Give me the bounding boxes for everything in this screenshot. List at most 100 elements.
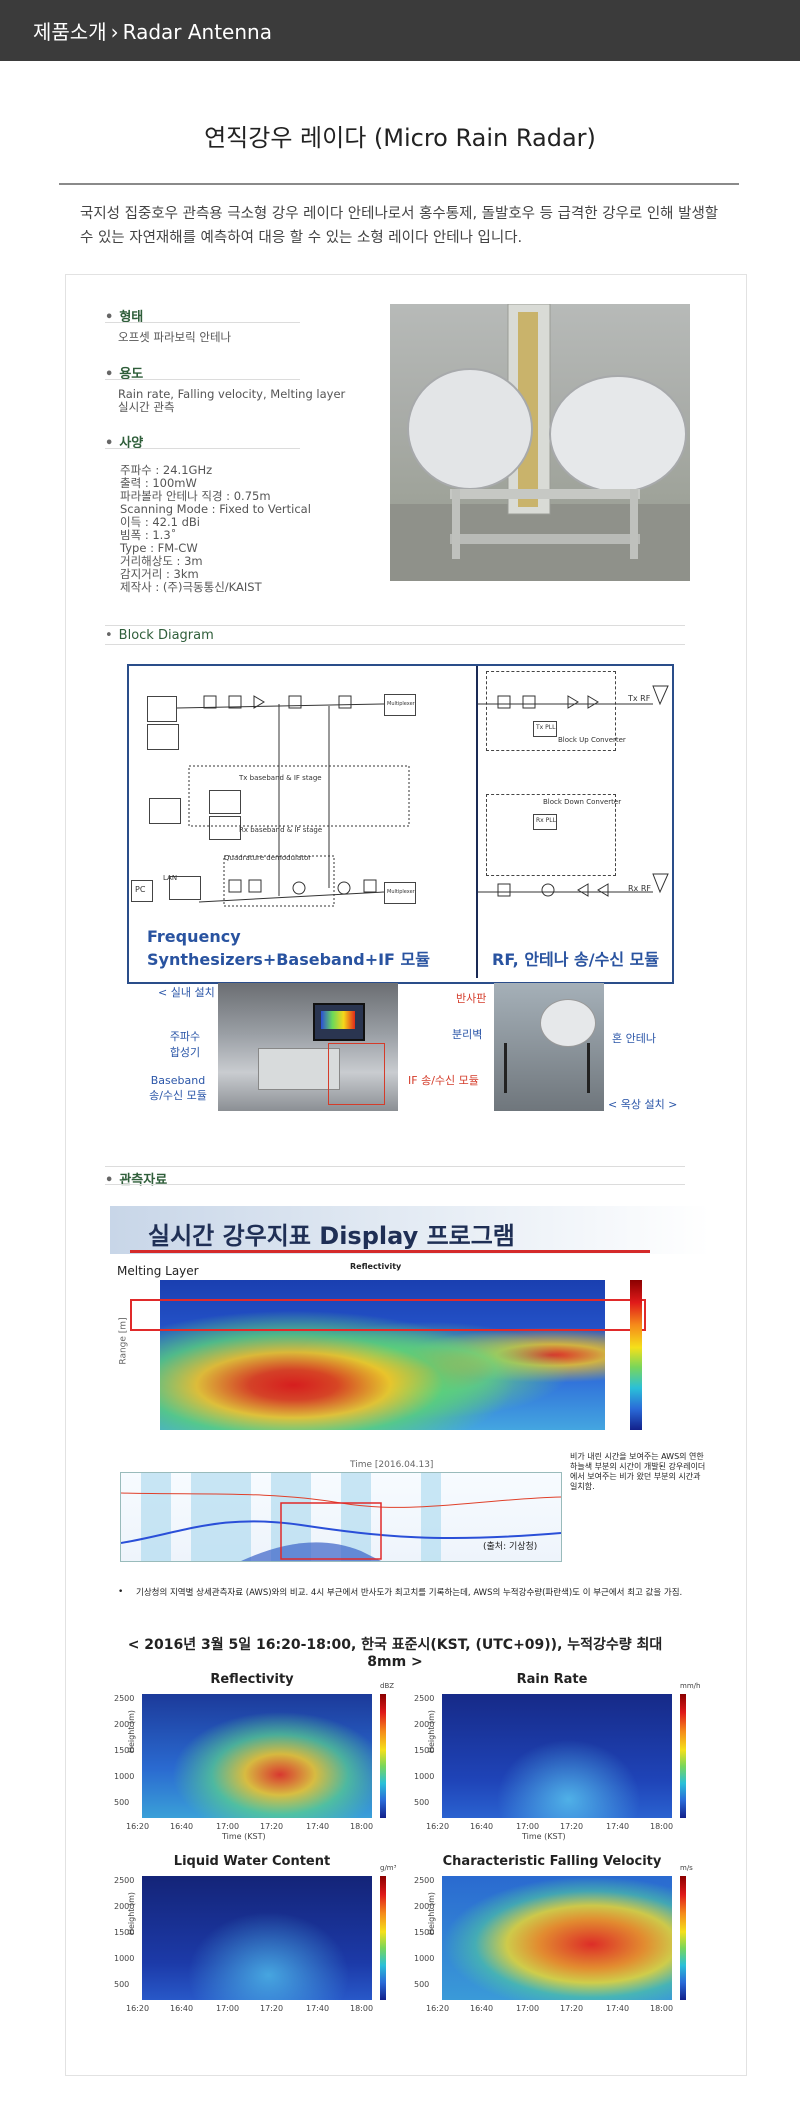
block-up-label: Block Up Converter <box>558 736 626 744</box>
y-tick: 500 <box>414 1798 430 1807</box>
colorbar <box>380 1876 386 2000</box>
chart-period-caption: < 2016년 3월 5일 16:20-18:00, 한국 표준시(KST, (… <box>127 1637 663 1670</box>
rain-rate-chart: Rain Rate Height (m) 2500 2000 1500 1000… <box>412 1672 700 1842</box>
colorbar <box>380 1694 386 1818</box>
melting-layer-label: Melting Layer <box>117 1264 199 1278</box>
freq-synth-4-block <box>209 816 241 840</box>
banner-title: 실시간 강우지표 Display 프로그램 <box>148 1222 515 1250</box>
tx-baseband-block <box>147 696 177 722</box>
spec-line: 제작사 : (주)극동통신/KAIST <box>120 580 262 594</box>
unit-label: dBZ <box>380 1682 395 1690</box>
y-tick: 2500 <box>114 1694 135 1703</box>
block-up-converter <box>486 671 616 751</box>
time-axis-label: Time [2016.04.13] <box>350 1460 434 1470</box>
spec-line: 거리해상도 : 3m <box>120 554 203 568</box>
form-text: 오프셋 파라보릭 안테나 <box>118 330 232 344</box>
diagram-right-wiring <box>478 685 669 897</box>
reflectivity-heatmap <box>160 1280 605 1430</box>
colorbar <box>680 1694 686 1818</box>
chart-title: Reflectivity <box>210 1672 294 1687</box>
synth-label: 주파수 합성기 <box>169 1030 201 1059</box>
x-tick: 16:40 <box>170 2004 194 2013</box>
aws-timeseries: (출처: 기상청) <box>120 1472 562 1562</box>
x-tick: 17:20 <box>560 2004 584 2013</box>
cfv-chart: Characteristic Falling Velocity Height (… <box>412 1854 693 2024</box>
outdoor-label: < 옥상 설치 > <box>608 1098 678 1111</box>
if-module-highlight <box>328 1043 385 1105</box>
reflectivity-chart: Reflectivity Height (m) 2500 2000 1500 1… <box>112 1672 395 1842</box>
block-diagram: PC LAN Tx baseband & IF stage Rx baseban… <box>127 664 674 984</box>
multiplexer-bottom: Multiplexer <box>384 882 416 904</box>
baseband-label: Baseband 송/수신 모듈 <box>149 1074 207 1102</box>
x-tick: 17:40 <box>606 1822 630 1831</box>
divider <box>105 322 300 323</box>
x-tick: 17:00 <box>516 1822 540 1831</box>
unit-label: g/m³ <box>380 1864 397 1872</box>
freq-synth-3-block <box>209 790 241 814</box>
x-tick: 16:40 <box>170 1822 194 1831</box>
annotation-text: 비가 내린 시간을 보여주는 AWS의 연한 하늘색 부분의 시간이 개발된 강… <box>570 1452 706 1491</box>
y-tick: 2500 <box>414 1694 435 1703</box>
y-tick: 1000 <box>414 1954 435 1963</box>
usage-text-1: Rain rate, Falling velocity, Melting lay… <box>118 387 346 401</box>
spec-line: 빔폭 : 1.3˚ <box>120 528 177 542</box>
y-tick: 1000 <box>414 1772 435 1781</box>
y-tick: 1500 <box>114 1746 135 1755</box>
x-tick: 18:00 <box>650 1822 674 1831</box>
if-module-label: IF 송/수신 모듈 <box>408 1074 479 1087</box>
x-axis-label: Time (KST) <box>522 1832 566 1841</box>
x-tick: 17:00 <box>516 2004 540 2013</box>
divider <box>105 1184 685 1185</box>
chart-title: Characteristic Falling Velocity <box>442 1854 662 1869</box>
block-down-label: Block Down Converter <box>543 798 622 806</box>
tx-stage-label: Tx baseband & IF stage <box>239 774 322 782</box>
x-axis-label: Time (KST) <box>222 1832 266 1841</box>
y-tick: 500 <box>114 1980 130 1989</box>
breadcrumb-root[interactable]: 제품소개 <box>33 20 107 44</box>
y-tick: 2000 <box>114 1902 135 1911</box>
pc-block: PC <box>131 880 153 902</box>
x-tick: 17:40 <box>606 2004 630 2013</box>
bullet-icon: • <box>118 1587 124 1597</box>
divider <box>105 644 685 645</box>
x-tick: 17:40 <box>306 2004 330 2013</box>
rx-baseband-block <box>169 876 201 900</box>
banner-underline <box>130 1250 650 1253</box>
section-heading-observation: •관측자료 <box>105 1173 168 1188</box>
y-tick: 1500 <box>114 1928 135 1937</box>
block-down-converter <box>486 794 616 876</box>
spec-line: 파라볼라 안테나 직경 : 0.75m <box>120 489 271 503</box>
diagram-right-module: Block Up Converter Tx PLL Tx RF Block Do… <box>478 666 672 978</box>
aws-comparison-text: 기상청의 지역별 상세관측자료 (AWS)와의 비교. 4시 부근에서 반사도가… <box>136 1588 683 1598</box>
spec-line: 감지거리 : 3km <box>120 567 199 581</box>
x-tick: 17:20 <box>260 2004 284 2013</box>
reflectivity-label: Reflectivity <box>350 1262 402 1271</box>
indoor-label: < 실내 설치 > <box>158 986 228 999</box>
y-tick: 2000 <box>414 1720 435 1729</box>
y-tick: 500 <box>114 1798 130 1807</box>
usage-text-2: 실시간 관측 <box>118 400 175 414</box>
x-tick: 17:00 <box>216 2004 240 2013</box>
lan-label: LAN <box>163 874 178 882</box>
indoor-install-photo <box>218 983 398 1111</box>
tx-rf-label: Tx RF <box>628 694 651 703</box>
bullet-icon: • <box>105 436 114 451</box>
dish-image <box>540 999 596 1047</box>
breadcrumb-current: Radar Antenna <box>122 20 272 44</box>
spec-line: 이득 : 42.1 dBi <box>120 515 200 529</box>
x-tick: 18:00 <box>350 1822 374 1831</box>
section-heading-form: •형태 <box>105 310 144 325</box>
radar-unit-image <box>258 1048 340 1090</box>
x-tick: 17:20 <box>560 1822 584 1831</box>
source-label: (출처: 기상청) <box>483 1542 538 1552</box>
heatmap <box>442 1876 672 2000</box>
y-tick: 2500 <box>414 1876 435 1885</box>
breadcrumb: 제품소개›Radar Antenna <box>33 16 272 45</box>
chevron-right-icon: › <box>110 20 119 44</box>
lwc-chart: Liquid Water Content Height (m) 2500 200… <box>112 1854 396 2024</box>
chart-title: Rain Rate <box>516 1672 588 1687</box>
bullet-icon: • <box>105 367 114 382</box>
x-tick: 16:20 <box>426 1822 450 1831</box>
freq-synth-1-block <box>149 798 181 824</box>
x-tick: 17:40 <box>306 1822 330 1831</box>
